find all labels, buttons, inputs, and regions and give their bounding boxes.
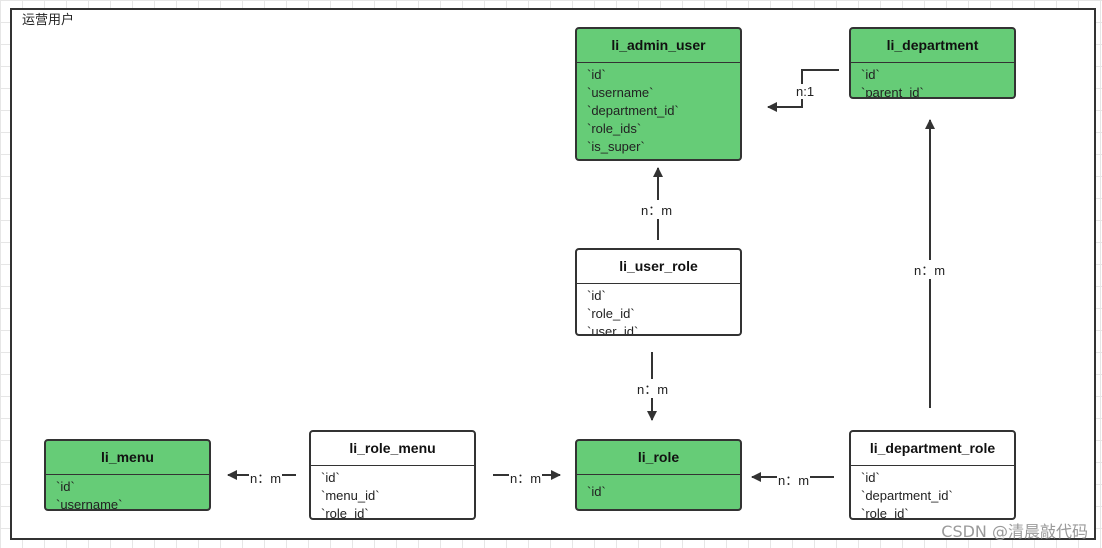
entity-fields: `id` `username` `department_id` `role_id… <box>577 63 740 158</box>
entity-fields: `id` `menu_id` `role_id` <box>311 466 474 520</box>
label-dept-admin: n:1 <box>795 84 816 99</box>
entity-title: li_department <box>851 29 1014 63</box>
field: `role_id` <box>587 306 635 321</box>
watermark: CSDN @清晨敲代码 <box>941 522 1088 541</box>
entity-title: li_menu <box>46 441 209 475</box>
entity-li-department-role[interactable]: li_department_role `id` `department_id` … <box>849 430 1016 520</box>
entity-fields: `id` `username` <box>46 475 209 511</box>
entity-li-role[interactable]: li_role `id` <box>575 439 742 511</box>
entity-fields: `id` <box>577 475 740 503</box>
field: `role_ids` <box>587 121 642 136</box>
field: `parent_id` <box>861 85 924 99</box>
entity-title: li_role_menu <box>311 432 474 466</box>
label-userrole-role: n：m <box>636 379 670 398</box>
label-deptrole-role: n：m <box>777 470 811 489</box>
entity-fields: `id` `department_id` `role_id` <box>851 466 1014 520</box>
field: `id` <box>321 470 340 485</box>
field: `id` <box>861 470 880 485</box>
entity-li-admin-user[interactable]: li_admin_user `id` `username` `departmen… <box>575 27 742 161</box>
entity-li-user-role[interactable]: li_user_role `id` `role_id` `user_id` <box>575 248 742 336</box>
entity-title: li_admin_user <box>577 29 740 63</box>
field: `department_id` <box>861 488 953 503</box>
entity-li-menu[interactable]: li_menu `id` `username` <box>44 439 211 511</box>
field: `id` <box>587 67 606 82</box>
entity-title: li_department_role <box>851 432 1014 466</box>
field: `user_id` <box>587 324 639 336</box>
field: `id` <box>587 484 606 499</box>
field: `department_id` <box>587 103 679 118</box>
entity-li-role-menu[interactable]: li_role_menu `id` `menu_id` `role_id` <box>309 430 476 520</box>
frame-title: 运营用户 <box>22 12 75 27</box>
field: `role_id` <box>321 506 369 520</box>
label-deptrole-department: n：m <box>913 260 947 279</box>
entity-li-department[interactable]: li_department `id` `parent_id` <box>849 27 1016 99</box>
field: `username` <box>587 85 654 100</box>
field: `username` <box>56 497 123 511</box>
field: `id` <box>56 479 75 494</box>
entity-title: li_user_role <box>577 250 740 284</box>
field: `menu_id` <box>321 488 380 503</box>
entity-title: li_role <box>577 441 740 475</box>
entity-fields: `id` `parent_id` <box>851 63 1014 99</box>
field: `id` <box>861 67 880 82</box>
field: `role_id` <box>861 506 909 520</box>
label-rolemenu-role: n：m <box>509 468 543 487</box>
entity-fields: `id` `role_id` `user_id` <box>577 284 740 336</box>
field: `is_super` <box>587 139 645 154</box>
label-userrole-admin: n：m <box>640 200 674 219</box>
label-rolemenu-menu: n：m <box>249 468 283 487</box>
field: `id` <box>587 288 606 303</box>
